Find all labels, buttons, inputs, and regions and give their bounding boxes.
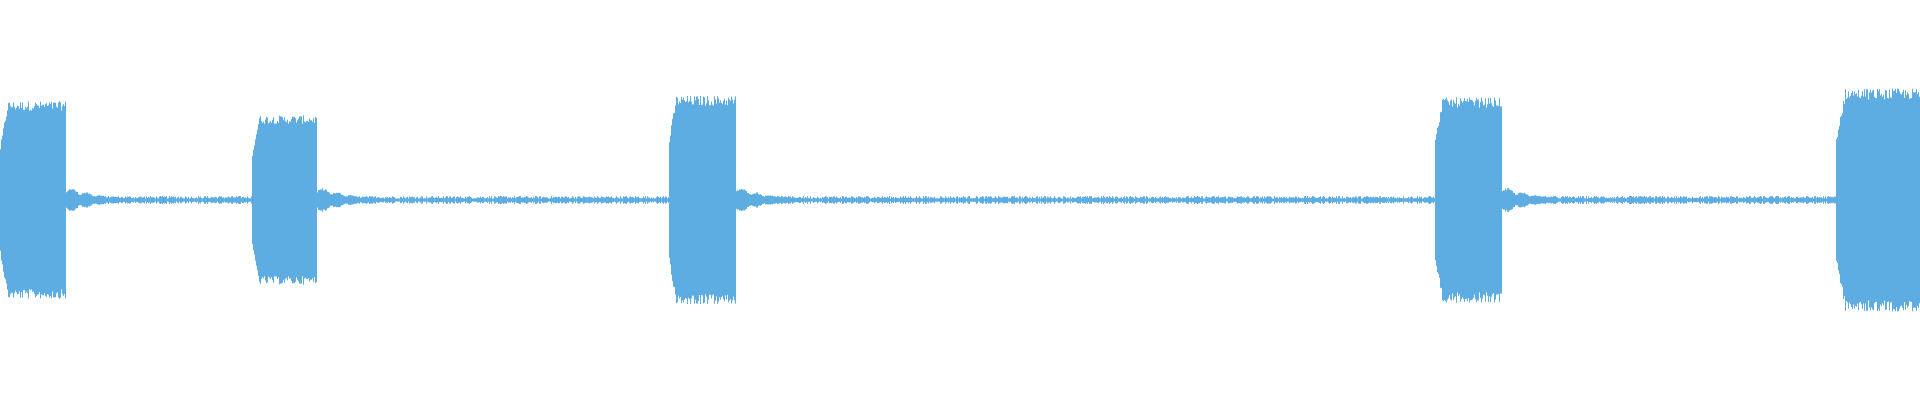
waveform-trace (0, 88, 1920, 312)
